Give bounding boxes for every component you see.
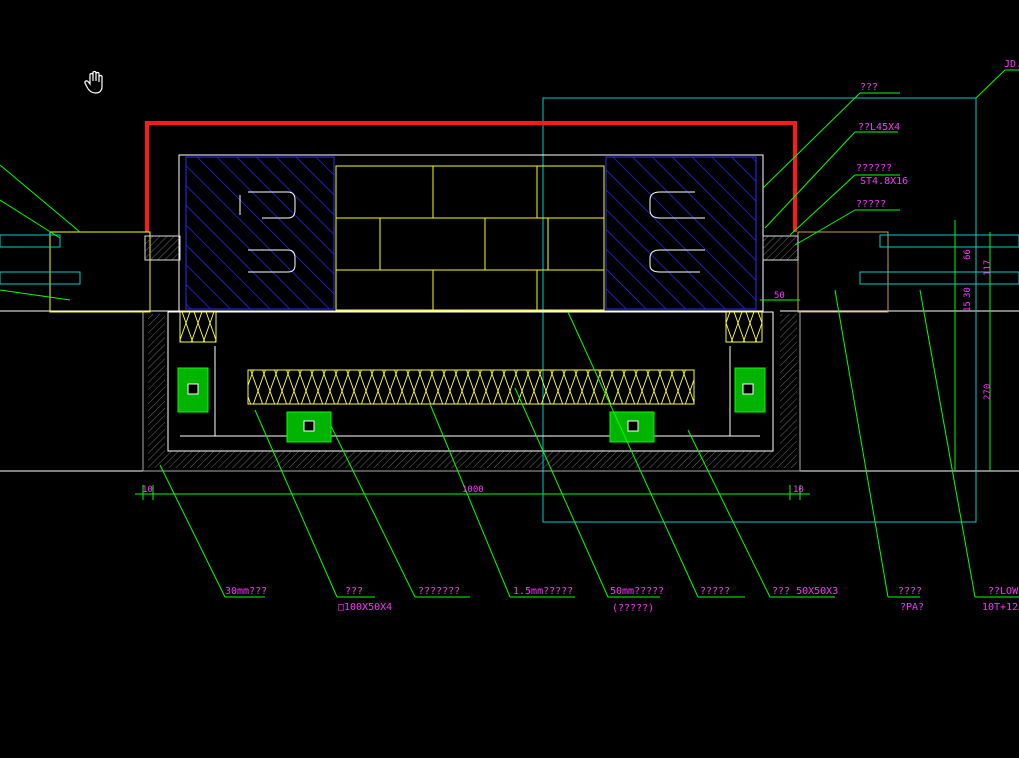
dim-width-total: 1000 <box>462 485 484 495</box>
label-bottom-9-sub: 10T+12A <box>982 602 1019 613</box>
label-bottom-2: ??? <box>345 586 363 597</box>
dim-117: 117 <box>983 260 993 276</box>
dim-66: 66 <box>963 249 973 260</box>
label-bottom-4: 1.5mm????? <box>513 586 573 597</box>
label-bottom-6: ????? <box>700 586 730 597</box>
dim-270: 270 <box>983 384 993 400</box>
label-top-1: ??? <box>860 82 878 93</box>
label-top-2: ??L45X4 <box>858 122 900 133</box>
label-bottom-8-sub: ?PA? <box>900 602 924 613</box>
dim-gap: 50 <box>774 291 785 301</box>
label-bottom-7: ??? 50X50X3 <box>772 586 838 597</box>
leader-lines <box>0 92 1019 598</box>
window-frames <box>0 231 1019 313</box>
hand-pan-icon <box>84 70 103 94</box>
label-top-5: ????? <box>856 199 886 210</box>
dim-left-offset: 10 <box>142 485 153 495</box>
steel-supports <box>177 367 766 443</box>
dimension-lines <box>135 220 991 500</box>
drawing-ref: JD.2 <box>1004 59 1019 70</box>
label-bottom-5-sub: (?????) <box>612 603 654 614</box>
insulation-batt <box>247 369 695 405</box>
label-top-3: ?????? <box>856 163 892 174</box>
dim-30: 30 <box>963 287 973 298</box>
red-cover-plate <box>145 121 797 232</box>
label-bottom-8: ???? <box>898 586 922 597</box>
label-bottom-1: 30mm??? <box>225 586 267 597</box>
label-bottom-2-sub: □100X50X4 <box>338 602 392 613</box>
pit-section <box>142 311 801 472</box>
main-section <box>178 154 764 312</box>
label-top-4: ST4.8X16 <box>860 176 908 187</box>
label-bottom-3: ??????? <box>418 586 460 597</box>
dim-right-offset: 10 <box>793 485 804 495</box>
label-bottom-9: ??LOW? <box>988 586 1019 597</box>
label-bottom-5: 50mm????? <box>610 586 664 597</box>
dim-15: 15 <box>963 301 973 312</box>
